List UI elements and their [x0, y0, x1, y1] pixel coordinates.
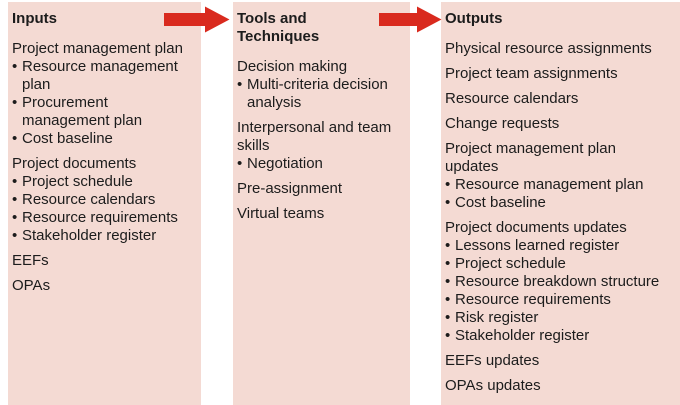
item-bullet: •Cost baseline — [12, 130, 113, 147]
item-lead: Project management plan updates — [445, 140, 616, 175]
panel-heading-inputs: Inputs — [12, 10, 57, 27]
item-group: Interpersonal and team skills•Negotiatio… — [237, 119, 402, 173]
item-bullet: •Resource requirements — [12, 209, 178, 226]
panel-heading-outputs: Outputs — [445, 10, 503, 27]
item-lead: Project documents updates — [445, 219, 627, 236]
item-bullet: •Lessons learned register — [445, 237, 620, 254]
bullet-marker-icon: • — [12, 191, 18, 208]
bullet-marker-icon: • — [445, 309, 451, 326]
item-lead: OPAs — [12, 277, 51, 294]
item-bullet: •Stakeholder register — [12, 227, 157, 244]
bullet-marker-icon: • — [237, 155, 243, 172]
item-group: EEFs — [12, 252, 192, 270]
item-bullet: •Stakeholder register — [445, 327, 590, 344]
item-bullet: •Multi-criteria decision analysis — [237, 76, 388, 111]
item-lead: Project documents — [12, 155, 137, 172]
item-bullet: •Negotiation — [237, 155, 323, 172]
arrow-right-icon-tools-to-outputs — [379, 6, 442, 33]
item-bullet: •Cost baseline — [445, 194, 546, 211]
bullet-marker-icon: • — [12, 209, 18, 226]
item-bullet: •Project schedule — [445, 255, 566, 272]
item-group: Change requests — [445, 115, 668, 133]
arrow-right-icon-inputs-to-tools — [164, 6, 230, 33]
bullet-marker-icon: • — [445, 255, 451, 272]
bullet-marker-icon: • — [445, 237, 451, 254]
panel-tools-and-techniques: Tools and Techniques Decision making•Mul… — [233, 2, 410, 405]
item-lead: EEFs updates — [445, 352, 540, 369]
item-lead: Change requests — [445, 115, 560, 132]
item-bullet: •Resource management plan — [445, 176, 644, 193]
inputs-item-list: Project management plan•Resource managem… — [12, 40, 192, 295]
item-bullet: •Procurement management plan — [12, 94, 143, 129]
bullet-marker-icon: • — [237, 76, 243, 93]
item-bullet: •Resource breakdown structure — [445, 273, 660, 290]
panel-heading-tools-and-techniques: Tools and Techniques — [237, 10, 320, 45]
item-group: Project team assignments — [445, 65, 668, 83]
item-group: Pre-assignment — [237, 180, 402, 198]
item-bullet: •Resource calendars — [12, 191, 156, 208]
item-group: Resource calendars — [445, 90, 668, 108]
item-lead: Pre-assignment — [237, 180, 343, 197]
bullet-marker-icon: • — [12, 173, 18, 190]
panel-inputs: Inputs Project management plan•Resource … — [8, 2, 201, 405]
item-group: Project documents updates•Lessons learne… — [445, 219, 668, 345]
bullet-marker-icon: • — [12, 94, 18, 111]
item-bullet: •Resource management plan — [12, 58, 178, 93]
item-group: Project management plan updates•Resource… — [445, 140, 668, 212]
item-lead: Virtual teams — [237, 205, 325, 222]
bullet-marker-icon: • — [445, 327, 451, 344]
item-lead: Resource calendars — [445, 90, 579, 107]
item-group: OPAs — [12, 277, 192, 295]
item-group: Project documents•Project schedule•Resou… — [12, 155, 192, 245]
item-group: Decision making•Multi-criteria decision … — [237, 58, 402, 112]
item-lead: Decision making — [237, 58, 348, 75]
item-bullet: •Risk register — [445, 309, 539, 326]
bullet-marker-icon: • — [12, 58, 18, 75]
item-bullet: •Resource requirements — [445, 291, 611, 308]
bullet-marker-icon: • — [12, 130, 18, 147]
item-group: EEFs updates — [445, 352, 668, 370]
item-lead: Physical resource assignments — [445, 40, 652, 57]
item-lead: EEFs — [12, 252, 49, 269]
bullet-marker-icon: • — [445, 273, 451, 290]
item-group: Project management plan•Resource managem… — [12, 40, 192, 148]
item-lead: Project team assignments — [445, 65, 618, 82]
bullet-marker-icon: • — [445, 291, 451, 308]
item-group: Physical resource assignments — [445, 40, 668, 58]
item-bullet: •Project schedule — [12, 173, 133, 190]
bullet-marker-icon: • — [445, 194, 451, 211]
bullet-marker-icon: • — [12, 227, 18, 244]
tools-item-list: Decision making•Multi-criteria decision … — [237, 58, 402, 223]
item-lead: Project management plan — [12, 40, 183, 57]
item-lead: OPAs updates — [445, 377, 541, 394]
item-lead: Interpersonal and team skills — [237, 119, 392, 154]
bullet-marker-icon: • — [445, 176, 451, 193]
item-group: Virtual teams — [237, 205, 402, 223]
item-group: OPAs updates — [445, 377, 668, 395]
